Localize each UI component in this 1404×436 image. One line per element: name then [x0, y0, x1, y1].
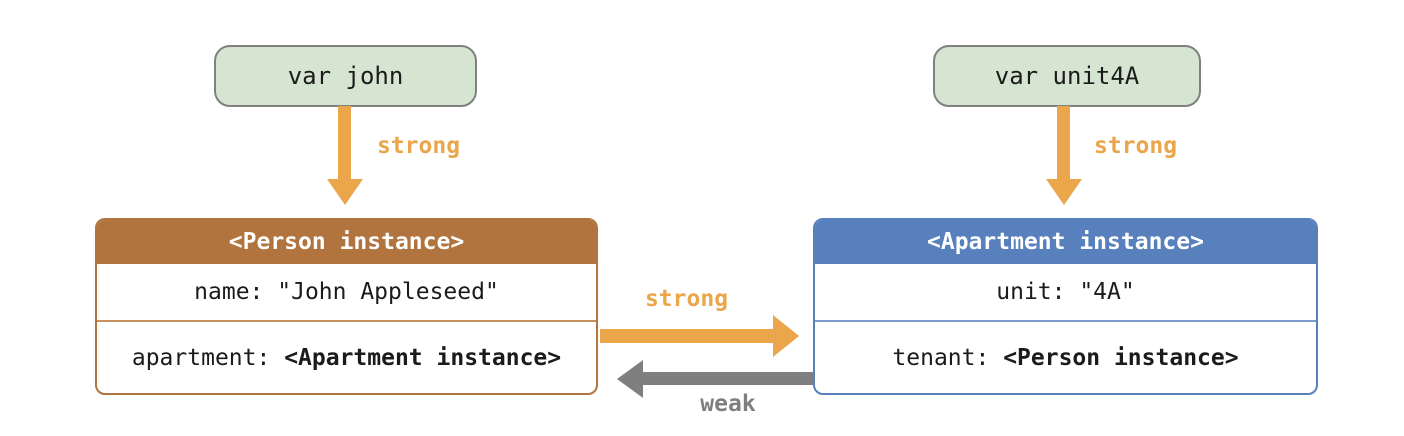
- person-apartment-property: apartment:: [131, 344, 285, 371]
- apartment-unit-value: unit: "4A": [996, 279, 1135, 305]
- apartment-instance-header: <Apartment instance>: [815, 220, 1316, 264]
- arrow-shaft: [338, 106, 351, 179]
- apartment-unit-row: unit: "4A": [815, 264, 1316, 322]
- person-apartment-value: <Apartment instance>: [284, 344, 562, 371]
- person-instance-title: <Person instance>: [228, 229, 465, 255]
- apartment-tenant-value: <Person instance>: [1003, 344, 1239, 371]
- arrow-head-down-icon: [1046, 179, 1082, 205]
- person-instance-box: <Person instance> name: "John Appleseed"…: [95, 218, 598, 395]
- apartment-tenant-property: tenant:: [892, 344, 1004, 371]
- strong-reference-label: strong: [377, 133, 461, 159]
- arrow-shaft: [643, 372, 813, 385]
- variable-box-john: var john: [214, 45, 477, 107]
- arrow-head-right-icon: [773, 315, 799, 357]
- arrow-head-down-icon: [327, 179, 363, 205]
- person-instance-header: <Person instance>: [97, 220, 596, 264]
- apartment-instance-title: <Apartment instance>: [927, 229, 1204, 255]
- person-name-value: name: "John Appleseed": [194, 279, 499, 305]
- arrow-shaft: [600, 329, 773, 343]
- apartment-tenant-row: tenant: <Person instance>: [815, 322, 1316, 393]
- variable-label-john: var john: [287, 62, 404, 90]
- arrow-head-left-icon: [617, 360, 643, 398]
- arrow-shaft: [1057, 106, 1070, 179]
- person-name-row: name: "John Appleseed": [97, 264, 596, 322]
- apartment-instance-box: <Apartment instance> unit: "4A" tenant: …: [813, 218, 1318, 395]
- variable-label-unit4a: var unit4A: [994, 62, 1140, 90]
- weak-reference-label: weak: [700, 391, 756, 417]
- strong-reference-label: strong: [1094, 133, 1178, 159]
- strong-reference-label: strong: [644, 286, 729, 312]
- person-apartment-row: apartment: <Apartment instance>: [97, 322, 596, 393]
- variable-box-unit4a: var unit4A: [933, 45, 1201, 107]
